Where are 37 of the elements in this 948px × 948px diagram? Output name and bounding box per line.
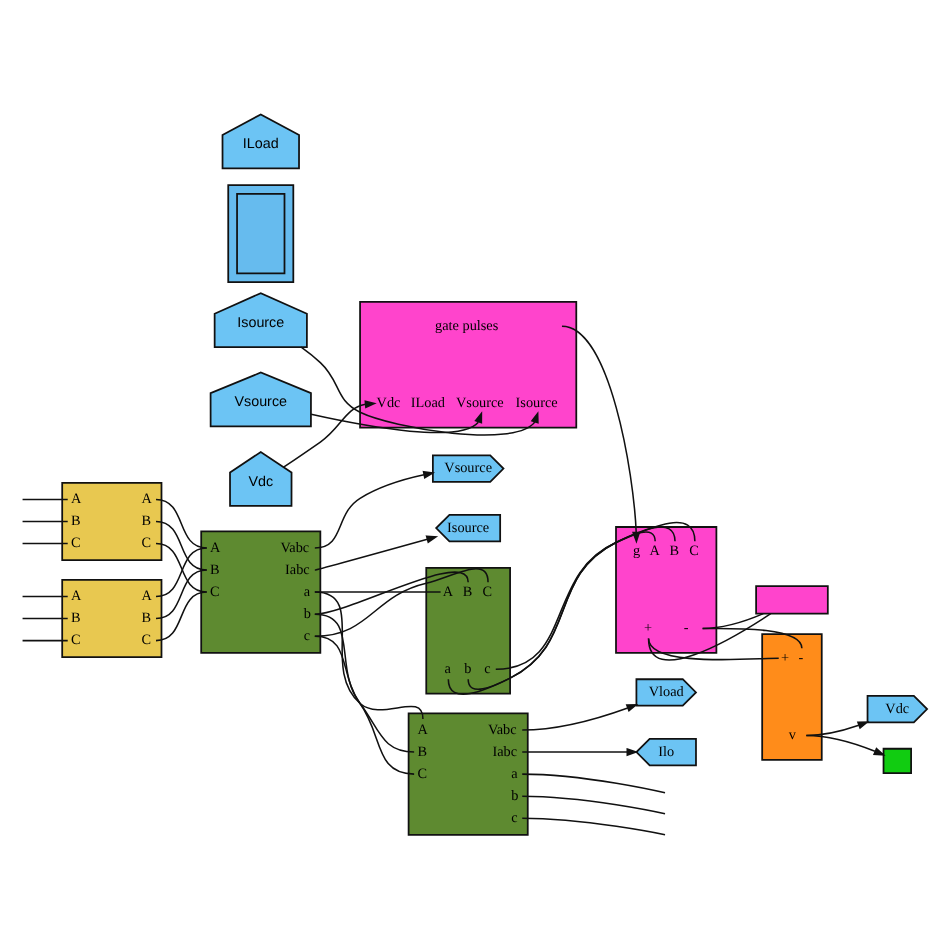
connector xyxy=(521,816,666,835)
connector xyxy=(521,772,666,793)
arrow xyxy=(805,733,886,755)
connector xyxy=(21,638,69,641)
connector xyxy=(21,541,69,544)
connector xyxy=(314,570,469,614)
connector xyxy=(467,525,676,690)
node-box xyxy=(882,746,912,773)
connector xyxy=(495,520,696,670)
arrow xyxy=(521,702,639,730)
connector xyxy=(647,611,772,660)
connector xyxy=(647,636,780,660)
arrow xyxy=(561,324,641,543)
connector xyxy=(21,594,69,597)
connector xyxy=(21,616,69,619)
node-box xyxy=(236,191,286,274)
connector xyxy=(155,519,208,570)
arrow xyxy=(314,534,439,570)
connector xyxy=(314,567,489,636)
connector xyxy=(521,794,666,814)
arrow xyxy=(282,399,377,467)
connector xyxy=(447,530,656,694)
arrow xyxy=(805,720,870,736)
node-box xyxy=(755,584,829,614)
connector xyxy=(21,519,69,522)
connector xyxy=(155,590,208,641)
arrow xyxy=(521,746,639,756)
arrow xyxy=(314,469,436,548)
connector xyxy=(21,497,69,500)
connector xyxy=(155,568,208,619)
cluster xyxy=(227,183,295,282)
connector xyxy=(701,626,803,649)
arrow xyxy=(310,410,483,433)
arrow xyxy=(300,345,539,435)
connector xyxy=(314,590,442,592)
connector xyxy=(314,612,415,752)
connector xyxy=(155,497,208,548)
